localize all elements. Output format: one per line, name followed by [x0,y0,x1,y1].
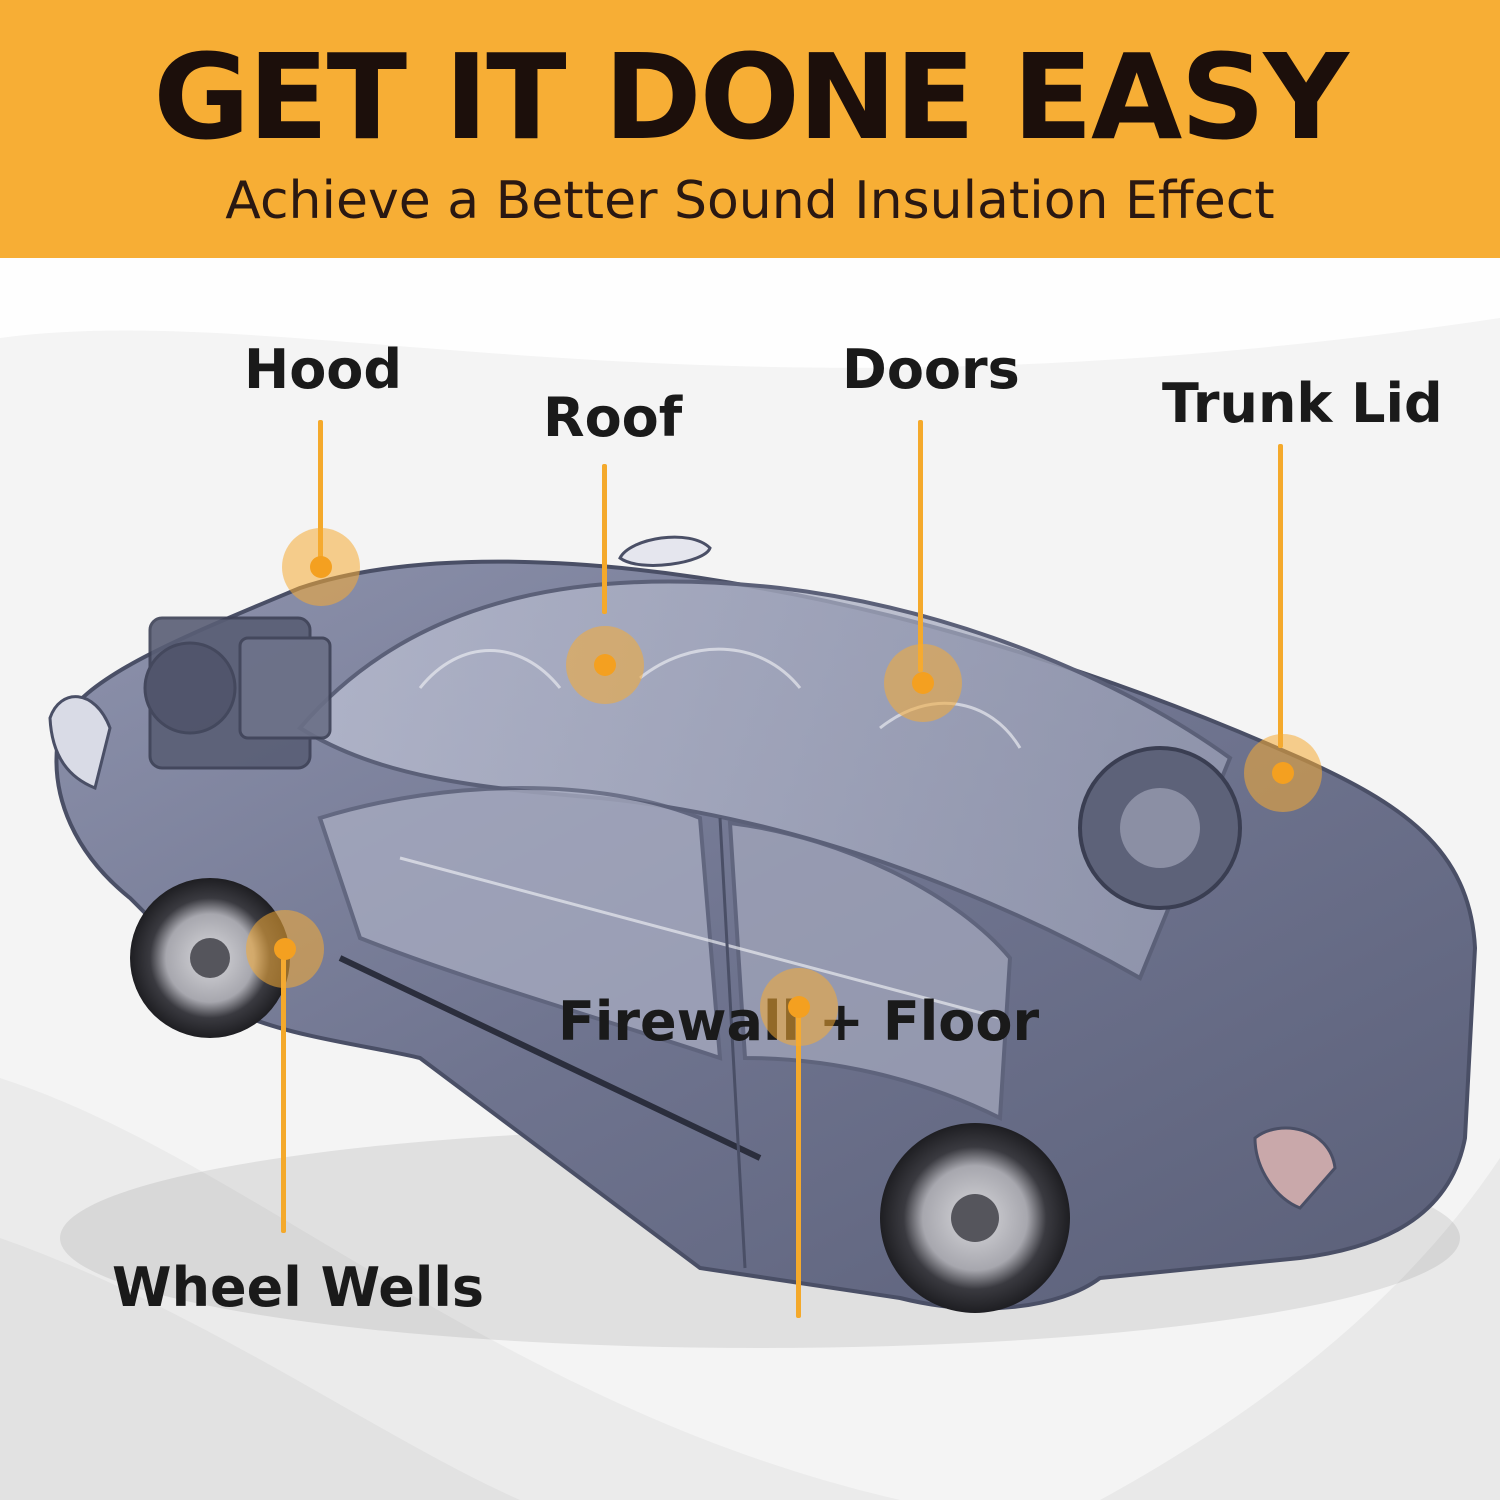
label-doors: Doors [842,338,1020,401]
leader-doors [918,420,923,672]
leader-firewall-floor [796,1008,801,1318]
car-cutaway-icon [48,535,1478,1348]
hotspot-hood [282,528,360,606]
hotspot-doors [884,644,962,722]
label-trunk-lid: Trunk Lid [1162,372,1443,435]
label-roof: Roof [543,386,683,449]
leader-hood [318,420,323,565]
header-banner: GET IT DONE EASY Achieve a Better Sound … [0,0,1500,258]
car-diagram-area: Hood Roof Doors Trunk Lid Wheel Wells Fi… [0,258,1500,1500]
hotspot-firewall-floor [760,968,838,1046]
leader-roof [602,464,607,614]
subheadline: Achieve a Better Sound Insulation Effect [225,171,1275,231]
label-wheel-wells: Wheel Wells [112,1256,484,1319]
leader-trunk-lid [1278,444,1283,748]
label-hood: Hood [244,338,403,401]
headline: GET IT DONE EASY [153,28,1349,166]
hotspot-trunk-lid [1244,734,1322,812]
hotspot-wheel-wells [246,910,324,988]
leader-wheel-wells [281,958,286,1233]
hotspot-roof [566,626,644,704]
